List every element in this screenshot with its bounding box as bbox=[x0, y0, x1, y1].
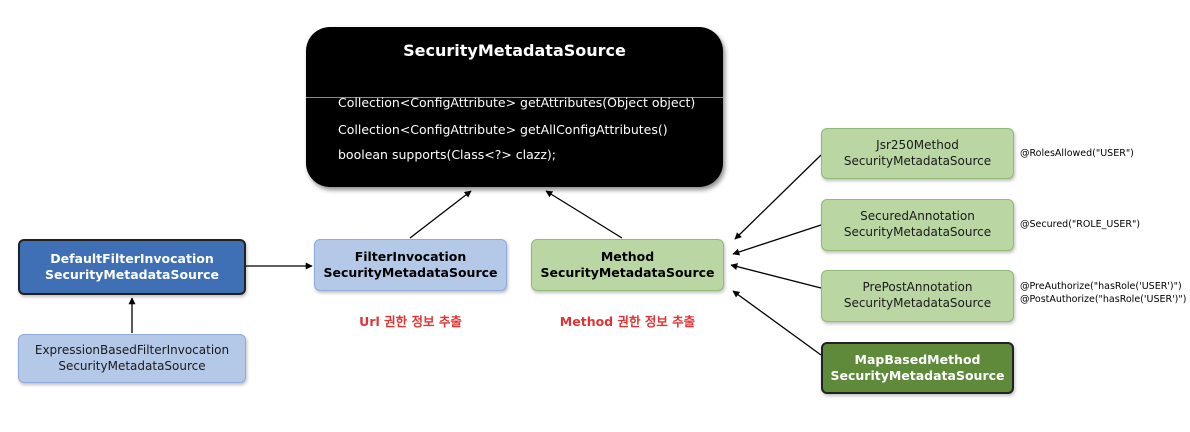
interface-method-supports: boolean supports(Class<?> clazz); bbox=[338, 147, 556, 162]
annotation-preauthorize: @PreAuthorize("hasRole('USER')") bbox=[1020, 281, 1182, 292]
arrow-secured-to-method bbox=[732, 224, 822, 256]
interface-security-metadata-source: SecurityMetadataSource Collection<Config… bbox=[306, 27, 723, 187]
node-jsr250-line1: Jsr250Method bbox=[876, 137, 959, 152]
node-prepost-line2: SecurityMetadataSource bbox=[843, 296, 992, 310]
node-filter-invocation-line1: FilterInvocation bbox=[354, 248, 467, 264]
interface-divider bbox=[306, 97, 723, 98]
arrow-mapbased-to-method bbox=[732, 290, 822, 356]
arrow-method-to-interface bbox=[545, 190, 623, 239]
annotation-roles-allowed: @RolesAllowed("USER") bbox=[1020, 148, 1134, 159]
node-jsr250-method: Jsr250Method SecurityMetadataSource bbox=[821, 128, 1014, 179]
interface-method-get-attributes: Collection<ConfigAttribute> getAttribute… bbox=[338, 95, 696, 110]
node-secured-line2: SecurityMetadataSource bbox=[843, 225, 992, 239]
node-filter-invocation: FilterInvocation SecurityMetadataSource bbox=[314, 239, 507, 291]
node-method: Method SecurityMetadataSource bbox=[531, 239, 724, 291]
node-filter-invocation-line2: SecurityMetadataSource bbox=[323, 265, 498, 280]
node-expression-filter-line1: ExpressionBasedFilterInvocation bbox=[34, 342, 230, 357]
node-prepost-annotation: PrePostAnnotation SecurityMetadataSource bbox=[821, 270, 1014, 322]
node-secured-line1: SecuredAnnotation bbox=[860, 209, 975, 224]
node-jsr250-line2: SecurityMetadataSource bbox=[843, 153, 992, 168]
node-method-line1: Method bbox=[600, 248, 655, 264]
interface-title: SecurityMetadataSource bbox=[403, 41, 626, 60]
arrow-prepost-to-method bbox=[730, 263, 822, 289]
annotation-prepost: @PreAuthorize("hasRole('USER')") @PostAu… bbox=[1020, 281, 1186, 307]
node-mapbased-method: MapBasedMethod SecurityMetadataSource bbox=[821, 342, 1014, 394]
arrow-jsr250-to-method bbox=[734, 154, 822, 240]
interface-method-get-all-config-attributes: Collection<ConfigAttribute> getAllConfig… bbox=[338, 122, 668, 137]
node-method-line2: SecurityMetadataSource bbox=[540, 265, 715, 280]
node-default-filter-line1: DefaultFilterInvocation bbox=[50, 250, 214, 266]
node-mapbased-line1: MapBasedMethod bbox=[854, 351, 981, 367]
caption-url-extraction: Url 권한 정보 추출 bbox=[359, 314, 462, 329]
node-default-filter-line2: SecurityMetadataSource bbox=[44, 267, 220, 282]
node-default-filter-invocation: DefaultFilterInvocation SecurityMetadata… bbox=[18, 239, 246, 295]
arrow-filter-to-interface bbox=[409, 190, 472, 239]
caption-method-extraction: Method 권한 정보 추출 bbox=[559, 314, 696, 329]
node-prepost-line1: PrePostAnnotation bbox=[862, 280, 973, 295]
node-secured-annotation: SecuredAnnotation SecurityMetadataSource bbox=[821, 199, 1014, 251]
node-expression-filter-line2: SecurityMetadataSource bbox=[58, 358, 206, 373]
annotation-secured: @Secured("ROLE_USER") bbox=[1020, 219, 1141, 230]
node-expression-based-filter-invocation: ExpressionBasedFilterInvocation Security… bbox=[18, 334, 246, 383]
annotation-postauthorize: @PostAuthorize("hasRole('USER')") bbox=[1020, 293, 1187, 305]
node-mapbased-line2: SecurityMetadataSource bbox=[830, 368, 1005, 383]
